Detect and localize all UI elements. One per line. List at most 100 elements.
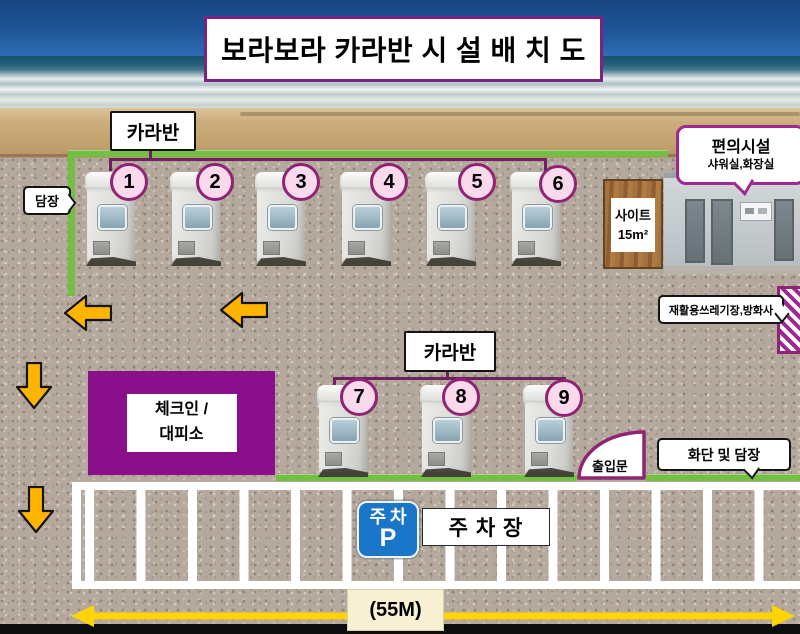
- caravan-icon-4: [339, 172, 393, 266]
- flowerbed-label-bubble: 화단 및 담장: [657, 438, 791, 480]
- caravan-grill: [531, 452, 548, 466]
- flowerbed-label-text: 화단 및 담장: [687, 446, 761, 463]
- bracket-bottom-stub: [446, 368, 449, 379]
- diagram-title: 보라보라 카라반 시 설 배 치 도: [204, 16, 603, 82]
- fence-line-bottom-left: [276, 474, 577, 481]
- checkin-shelter-box: 체크인 / 대피소: [88, 371, 275, 475]
- caravan-grill: [178, 241, 195, 255]
- entrance-gate: 출입문: [577, 430, 646, 480]
- caravan-icon-5: [424, 172, 478, 266]
- number-text: 4: [383, 170, 395, 193]
- caravan-grill: [348, 241, 365, 255]
- caravan-number-4: 4: [370, 163, 408, 201]
- checkin-line2: 대피소: [159, 426, 204, 443]
- caravan-number-7: 7: [340, 378, 378, 416]
- number-text: 9: [558, 386, 570, 409]
- caravan-wheel-shadow: [171, 257, 221, 266]
- caravan-wheel-shadow: [318, 468, 368, 477]
- caravan-number-6: 6: [539, 165, 577, 203]
- caravan-wheel-shadow: [86, 257, 136, 266]
- caravan-window: [330, 418, 359, 443]
- site-line1: 사이트: [615, 207, 651, 223]
- caravan-number-9: 9: [545, 379, 583, 417]
- arrow-down-icon: [16, 362, 52, 409]
- caravan-number-5: 5: [458, 163, 496, 201]
- caravan-wheel-shadow: [511, 257, 561, 266]
- restroom-building: [664, 173, 800, 274]
- bracket-top-left-drop: [109, 158, 112, 171]
- parking-top-line: [72, 482, 800, 490]
- caravan-grill: [433, 241, 450, 255]
- bracket-bottom-left-drop: [333, 377, 336, 389]
- parking-bottom-line: [72, 581, 800, 589]
- number-text: 2: [209, 170, 221, 193]
- caravan-window: [98, 205, 127, 230]
- caravan-wheel-shadow: [421, 468, 471, 477]
- parking-sign-p: P: [379, 524, 397, 552]
- caravan-grill: [518, 241, 535, 255]
- site-line2: 15m²: [617, 227, 649, 242]
- facilities-subtitle: 샤워실,화장실: [707, 158, 775, 171]
- caravan-grill: [325, 452, 342, 466]
- building-vent-panel: [740, 202, 772, 221]
- caravan-number-1: 1: [110, 163, 148, 201]
- caravan-window: [353, 205, 382, 230]
- building-door: [774, 199, 794, 261]
- caravan-wheel-shadow: [426, 257, 476, 266]
- caravan-grill: [263, 241, 280, 255]
- fence-line-top: [68, 150, 668, 157]
- checkin-line1: 체크인 /: [154, 401, 209, 419]
- caravan-window: [523, 205, 552, 230]
- fence-label-text: 담장: [35, 194, 59, 209]
- caravan-label-text: 카라반: [126, 122, 180, 144]
- caravan-group-label-bottom: 카라반: [404, 331, 496, 372]
- facilities-title: 편의시설: [711, 138, 771, 156]
- number-text: 3: [295, 170, 307, 193]
- fence-label-bubble: 담장: [23, 186, 77, 215]
- dimension-label: (55M): [347, 589, 444, 631]
- dimension-text: (55M): [369, 598, 422, 621]
- site-size-text: 사이트 15m²: [611, 198, 655, 252]
- parking-sign: 주차 P: [357, 501, 419, 558]
- arrow-left-icon: [220, 292, 268, 328]
- caravan-window: [183, 205, 212, 230]
- caravan-number-8: 8: [442, 378, 480, 416]
- caravan-window: [268, 205, 297, 230]
- arrow-left-icon: [64, 295, 112, 331]
- fence-line-bottom-right: [646, 474, 800, 481]
- entrance-arc: [577, 430, 646, 480]
- caravan-grill: [93, 241, 110, 255]
- caravan-wheel-shadow: [341, 257, 391, 266]
- caravan-number-3: 3: [282, 163, 320, 201]
- bracket-bottom-horizontal: [333, 377, 566, 380]
- caravan-window: [438, 205, 467, 230]
- parking-lot-label: 주 차 장: [422, 508, 550, 546]
- parking-lot-text: 주 차 장: [448, 517, 524, 540]
- caravan-group-label-top: 카라반: [110, 111, 196, 151]
- entrance-label-text: 출입문: [592, 459, 628, 474]
- number-text: 1: [123, 170, 135, 193]
- caravan-number-2: 2: [196, 163, 234, 201]
- number-text: 7: [353, 385, 365, 408]
- caravan-label-text: 카라반: [423, 343, 477, 364]
- parking-sign-text: 주차: [369, 507, 411, 527]
- arrow-down-icon: [18, 486, 54, 533]
- number-text: 5: [471, 170, 483, 193]
- recycle-label-bubble: 재활용쓰레기장,방화사: [658, 295, 790, 324]
- building-door: [711, 199, 733, 265]
- caravan-window: [536, 418, 565, 443]
- number-text: 6: [552, 172, 564, 195]
- bracket-top-stub: [149, 147, 152, 160]
- caravan-grill: [428, 452, 445, 466]
- checkin-shelter-sign: 체크인 / 대피소: [126, 394, 237, 452]
- bracket-top-horizontal: [109, 158, 547, 161]
- caravan-wheel-shadow: [524, 468, 574, 477]
- facilities-bubble: 편의시설 샤워실,화장실: [676, 125, 800, 197]
- fence-line-left: [68, 150, 75, 296]
- number-text: 8: [455, 385, 467, 408]
- caravan-icon-3: [254, 172, 308, 266]
- bracket-top-right-drop: [544, 158, 547, 174]
- diagram-title-text: 보라보라 카라반 시 설 배 치 도: [221, 35, 586, 66]
- caravan-window: [433, 418, 462, 443]
